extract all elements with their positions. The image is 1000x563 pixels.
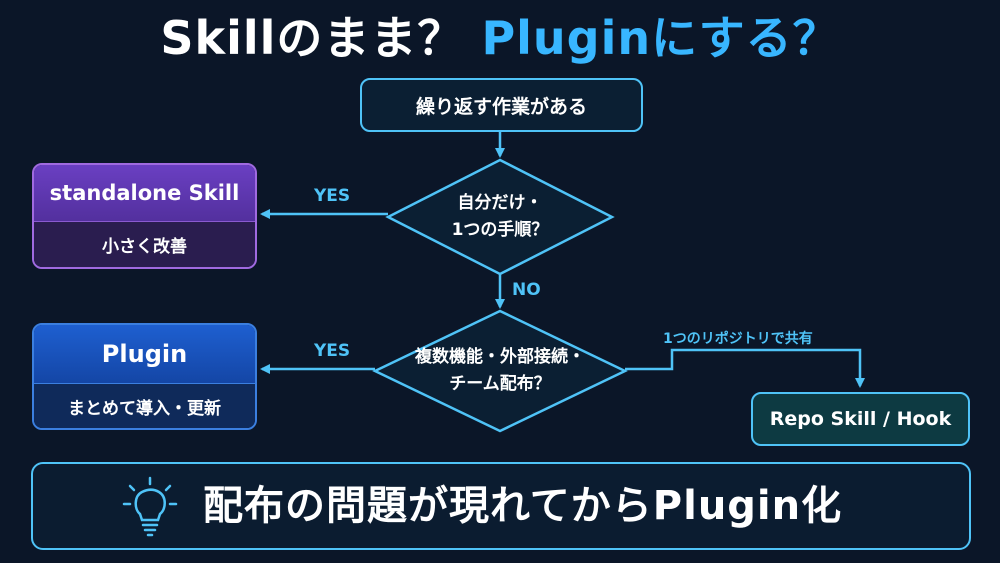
start-box: 繰り返す作業がある — [360, 78, 643, 132]
title-main: Skillのまま？ — [160, 11, 465, 65]
plugin-card: Plugin まとめて導入・更新 — [32, 323, 257, 430]
arrow-share-to-repo — [625, 348, 865, 388]
bottom-message: 配布の問題が現れてからPlugin化 — [203, 483, 843, 529]
decision1-line1: 自分だけ・ — [457, 193, 543, 213]
decision2-line1: 複数機能・外部接続・ — [415, 347, 585, 367]
plugin-card-sub: まとめて導入・更新 — [34, 383, 255, 428]
yes-label-2: YES — [314, 341, 351, 361]
skill-card-sub: 小さく改善 — [34, 221, 255, 267]
decision2-text: 複数機能・外部接続・ チーム配布？ — [395, 344, 605, 398]
decision2-diamond — [372, 309, 628, 433]
yes-label-1: YES — [314, 186, 351, 206]
no-label: NO — [512, 280, 541, 300]
title-accent: Pluginにする？ — [481, 11, 840, 65]
plugin-card-title: Plugin — [34, 325, 255, 383]
repo-skill-hook-box: Repo Skill / Hook — [751, 392, 970, 446]
decision1-text: 自分だけ・ 1つの手順？ — [420, 190, 580, 244]
bottom-banner — [31, 462, 971, 550]
skill-card-title: standalone Skill — [34, 165, 255, 221]
share-label: 1つのリポジトリで共有 — [663, 331, 813, 347]
page-title: Skillのまま？ Pluginにする？ — [0, 6, 1000, 70]
decision1-line2: 1つの手順？ — [451, 220, 549, 240]
decision2-line2: チーム配布？ — [449, 374, 551, 394]
standalone-skill-card: standalone Skill 小さく改善 — [32, 163, 257, 269]
lightbulb-icon — [122, 476, 178, 537]
